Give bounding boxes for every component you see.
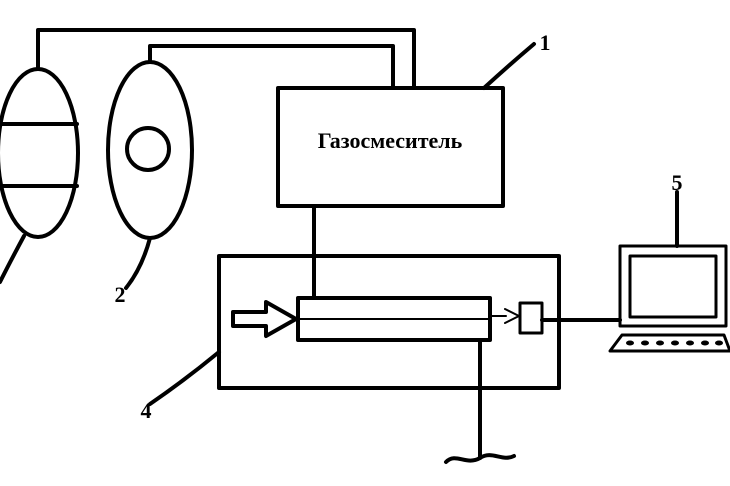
leader-line-4	[148, 350, 221, 406]
leader-line-1	[482, 42, 536, 90]
number-5: 5	[672, 170, 683, 195]
outlet-arrow-head	[504, 308, 520, 324]
monitor-screen	[628, 254, 718, 319]
keyboard	[608, 333, 730, 353]
inlet-arrow	[231, 300, 298, 338]
detector-box	[518, 301, 544, 335]
gas-mixer-box	[276, 86, 505, 208]
computer	[608, 244, 730, 353]
number-1: 1	[540, 30, 551, 55]
leader-line-2	[124, 236, 152, 290]
leader-line-3	[0, 234, 26, 284]
gas-cylinder-b	[106, 60, 194, 240]
mixer-label: Газосмеситель	[318, 128, 463, 153]
ground-wave	[444, 453, 516, 464]
number-4: 4	[141, 398, 152, 423]
keyboard-keys	[626, 340, 723, 346]
monitor-outer	[618, 244, 728, 328]
number-2: 2	[115, 282, 126, 307]
gas-line-cylinder-a	[36, 28, 416, 90]
gas-line-cylinder-b	[148, 44, 395, 90]
gas-cylinder-a	[0, 67, 80, 239]
